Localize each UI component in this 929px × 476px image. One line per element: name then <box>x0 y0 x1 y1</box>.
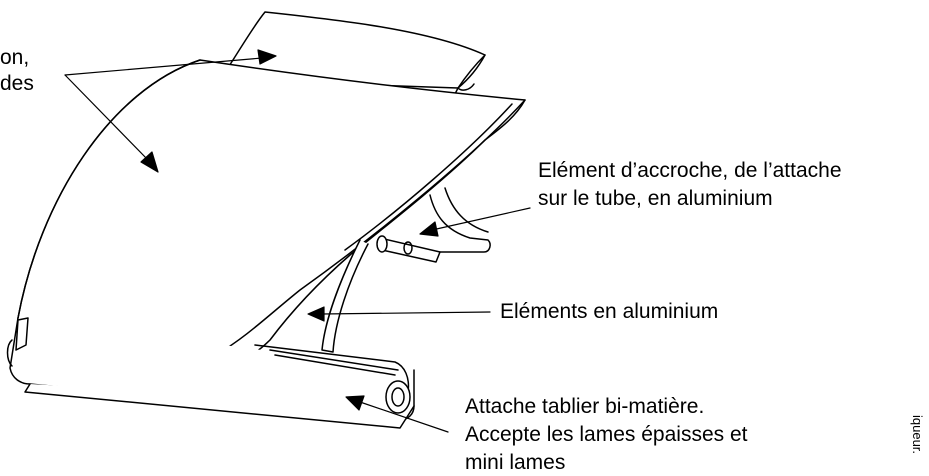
inner-aluminium-element <box>321 239 369 353</box>
arrowhead-icon <box>419 221 439 237</box>
label-attache-line2: Accepte les lames épaisses et <box>465 423 748 446</box>
arrowhead-icon <box>140 151 159 173</box>
arrow-to-top-slat <box>64 57 263 76</box>
label-accroche-line2: sur le tube, en aluminium <box>538 187 773 210</box>
label-accroche-line1: Elément d’accroche, de l’attache <box>538 159 842 182</box>
pointer-arrows <box>64 49 531 433</box>
hook-element <box>376 187 491 263</box>
arrowhead-icon <box>345 395 365 411</box>
label-top-left-line2: des <box>0 72 34 95</box>
label-top-left-line1: on, <box>0 46 30 69</box>
arrowhead-icon <box>257 49 277 65</box>
label-attache-line1: Attache tablier bi-matière. <box>465 395 705 418</box>
arrow-to-main-slat <box>64 74 151 163</box>
label-attache-line3: mini lames <box>465 451 566 474</box>
bottom-rail <box>6 317 415 429</box>
side-text: iqueur. <box>910 415 925 455</box>
arrow-to-inner-element <box>321 311 491 315</box>
arrow-to-hook <box>431 207 531 231</box>
arrowhead-icon <box>307 306 325 322</box>
label-aluminium: Eléments en aluminium <box>500 300 719 323</box>
arrow-to-bottom-rail <box>359 401 449 433</box>
